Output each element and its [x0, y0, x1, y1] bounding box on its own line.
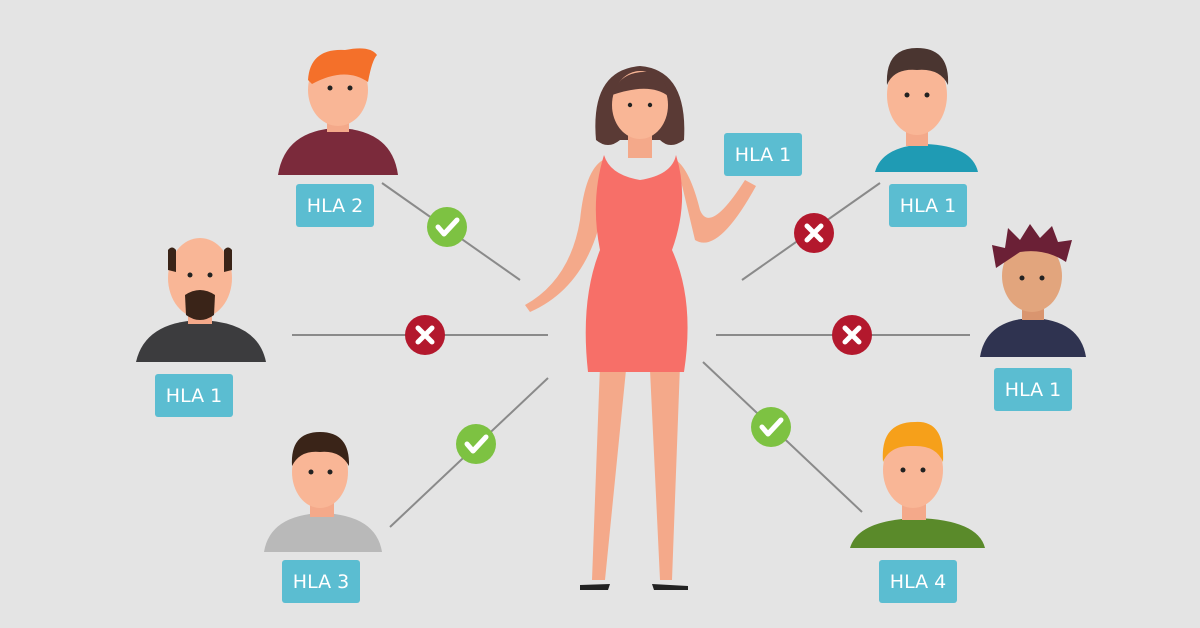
recipient-hla-tag: HLA 1: [724, 133, 802, 176]
donor-top-right: [875, 48, 978, 172]
donor-tag-top-left: HLA 2: [296, 184, 374, 227]
recipient-woman: [525, 66, 756, 590]
donor-tag-top-right: HLA 1: [889, 184, 967, 227]
cross-icon: [794, 213, 834, 253]
donor-bottom-left: [264, 432, 382, 552]
donor-tag-middle-right: HLA 1: [994, 368, 1072, 411]
check-icon: [751, 407, 791, 447]
donor-tag-middle-left: HLA 1: [155, 374, 233, 417]
cross-icon: [405, 315, 445, 355]
check-icon: [427, 207, 467, 247]
donor-top-left: [278, 48, 398, 175]
cross-icon: [832, 315, 872, 355]
donor-middle-right: [980, 224, 1086, 357]
donor-tag-bottom-left: HLA 3: [282, 560, 360, 603]
donor-bottom-right: [850, 421, 985, 548]
check-icon: [456, 424, 496, 464]
donor-middle-left: [136, 238, 266, 362]
donor-tag-bottom-right: HLA 4: [879, 560, 957, 603]
